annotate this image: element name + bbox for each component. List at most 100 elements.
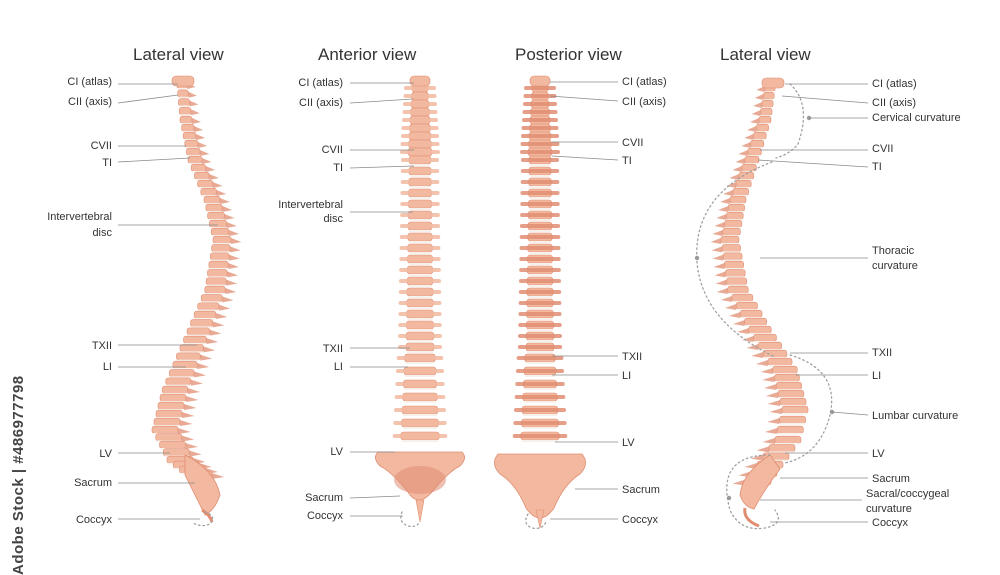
p4-process (716, 214, 727, 220)
p4-process (712, 254, 724, 261)
p1-disc (206, 211, 222, 213)
p2-process (403, 102, 437, 106)
p1-vertebra (190, 163, 206, 172)
p1-process (196, 134, 206, 140)
p2-leader-ti (349, 165, 415, 169)
p3-process (520, 202, 560, 206)
p3-disc (527, 329, 553, 331)
p3-process (520, 180, 560, 184)
p4-disc (761, 115, 772, 117)
p4-vertebra (744, 317, 767, 326)
p4-vertebra (779, 397, 807, 406)
p1-process (212, 182, 223, 188)
p4-disc (723, 251, 740, 253)
p1-disc (198, 309, 218, 312)
p2-disc (407, 296, 433, 298)
p1-process (200, 354, 213, 361)
p1-vertebra (181, 123, 195, 132)
p4-process (769, 408, 782, 414)
p4-vertebra (750, 139, 765, 148)
p1-process (211, 473, 225, 479)
panel-1-title: Lateral view (133, 45, 224, 64)
p1-disc (184, 139, 195, 141)
p2-label-sacrum: Sacrum (305, 492, 343, 504)
p4-label-cvii: CVII (872, 143, 894, 155)
p4-process (744, 134, 754, 140)
p4-vertebra (777, 425, 804, 434)
p4-process (767, 400, 780, 406)
p1-vertebra (155, 433, 183, 442)
p1-vertebra (200, 294, 223, 303)
p2-process (401, 158, 439, 162)
p1-disc (205, 203, 219, 205)
p3-process (522, 110, 558, 114)
p2-process (404, 86, 436, 90)
p2-process (400, 142, 440, 146)
p2-process (402, 118, 438, 122)
p1-disc (214, 243, 230, 245)
p1-disc (210, 227, 226, 229)
p1-process (190, 109, 200, 116)
p4-lumbar-arc (784, 354, 833, 464)
p2-label-li: LI (333, 361, 343, 373)
p4-disc (731, 203, 745, 205)
p4-disc (768, 365, 792, 367)
p4-disc (780, 423, 805, 425)
p1-disc (201, 195, 216, 197)
p4-process (713, 263, 725, 269)
p2-label-cvii: CVII (321, 144, 343, 156)
p4-label-thoracic-curvature: curvature (872, 260, 918, 272)
p1-disc (166, 384, 190, 387)
p4-vertebra (747, 147, 762, 156)
p4-label-lumbar-curvature: Lumbar curvature (872, 410, 959, 422)
p4-process (751, 352, 764, 358)
p3-disc (527, 318, 553, 320)
p4-disc (776, 443, 800, 445)
p1-process (185, 443, 198, 449)
p2-leader-sacrum (349, 495, 401, 499)
p3-label-ti: TI (622, 155, 632, 167)
p1-process (182, 412, 195, 418)
p3-disc (524, 388, 556, 390)
p1-vertebra (210, 227, 230, 236)
p4-process (728, 312, 741, 318)
p1-process (229, 254, 240, 261)
p4-process (767, 418, 780, 424)
p4-label-cii: CII (axis) (872, 97, 916, 109)
p1-process (226, 279, 238, 286)
p1-process (224, 214, 235, 220)
p4-thoracic-dot (694, 255, 700, 261)
p4-vertebra (774, 435, 802, 444)
p4-disc (749, 333, 771, 335)
p1-vertebra (211, 244, 231, 253)
p2-process (394, 408, 446, 412)
p4-label-txii: TXII (872, 347, 893, 359)
p1-process (216, 190, 227, 196)
p1-disc (173, 368, 197, 370)
p4-disc (778, 433, 803, 435)
p1-sacrum-shape (184, 454, 221, 516)
p1-vertebra (161, 385, 189, 394)
p2-disc (402, 427, 438, 429)
p1-label-cii: CII (axis) (68, 96, 112, 108)
p2-process (400, 191, 440, 195)
p1-disc (177, 359, 200, 362)
p1-process (185, 396, 199, 402)
p1-vertebra (159, 440, 186, 449)
p4-process (720, 198, 730, 204)
p3-label-ci: CI (atlas) (622, 76, 667, 88)
p4-disc (722, 243, 738, 245)
p4-disc (740, 179, 753, 181)
p4-disc (760, 123, 770, 125)
p4-vertebra (722, 227, 741, 236)
p4-disc (773, 373, 797, 375)
p4-process (714, 271, 726, 278)
p3-label-sacrum: Sacrum (622, 484, 660, 496)
p2-disc (409, 186, 431, 188)
p1-vertebra (207, 211, 225, 220)
p1-vertebra (151, 425, 179, 434)
p4-disc (727, 284, 746, 287)
p1-vertebra (159, 393, 187, 402)
p3-coccyx-shape (535, 509, 545, 529)
p2-disc (407, 340, 433, 342)
